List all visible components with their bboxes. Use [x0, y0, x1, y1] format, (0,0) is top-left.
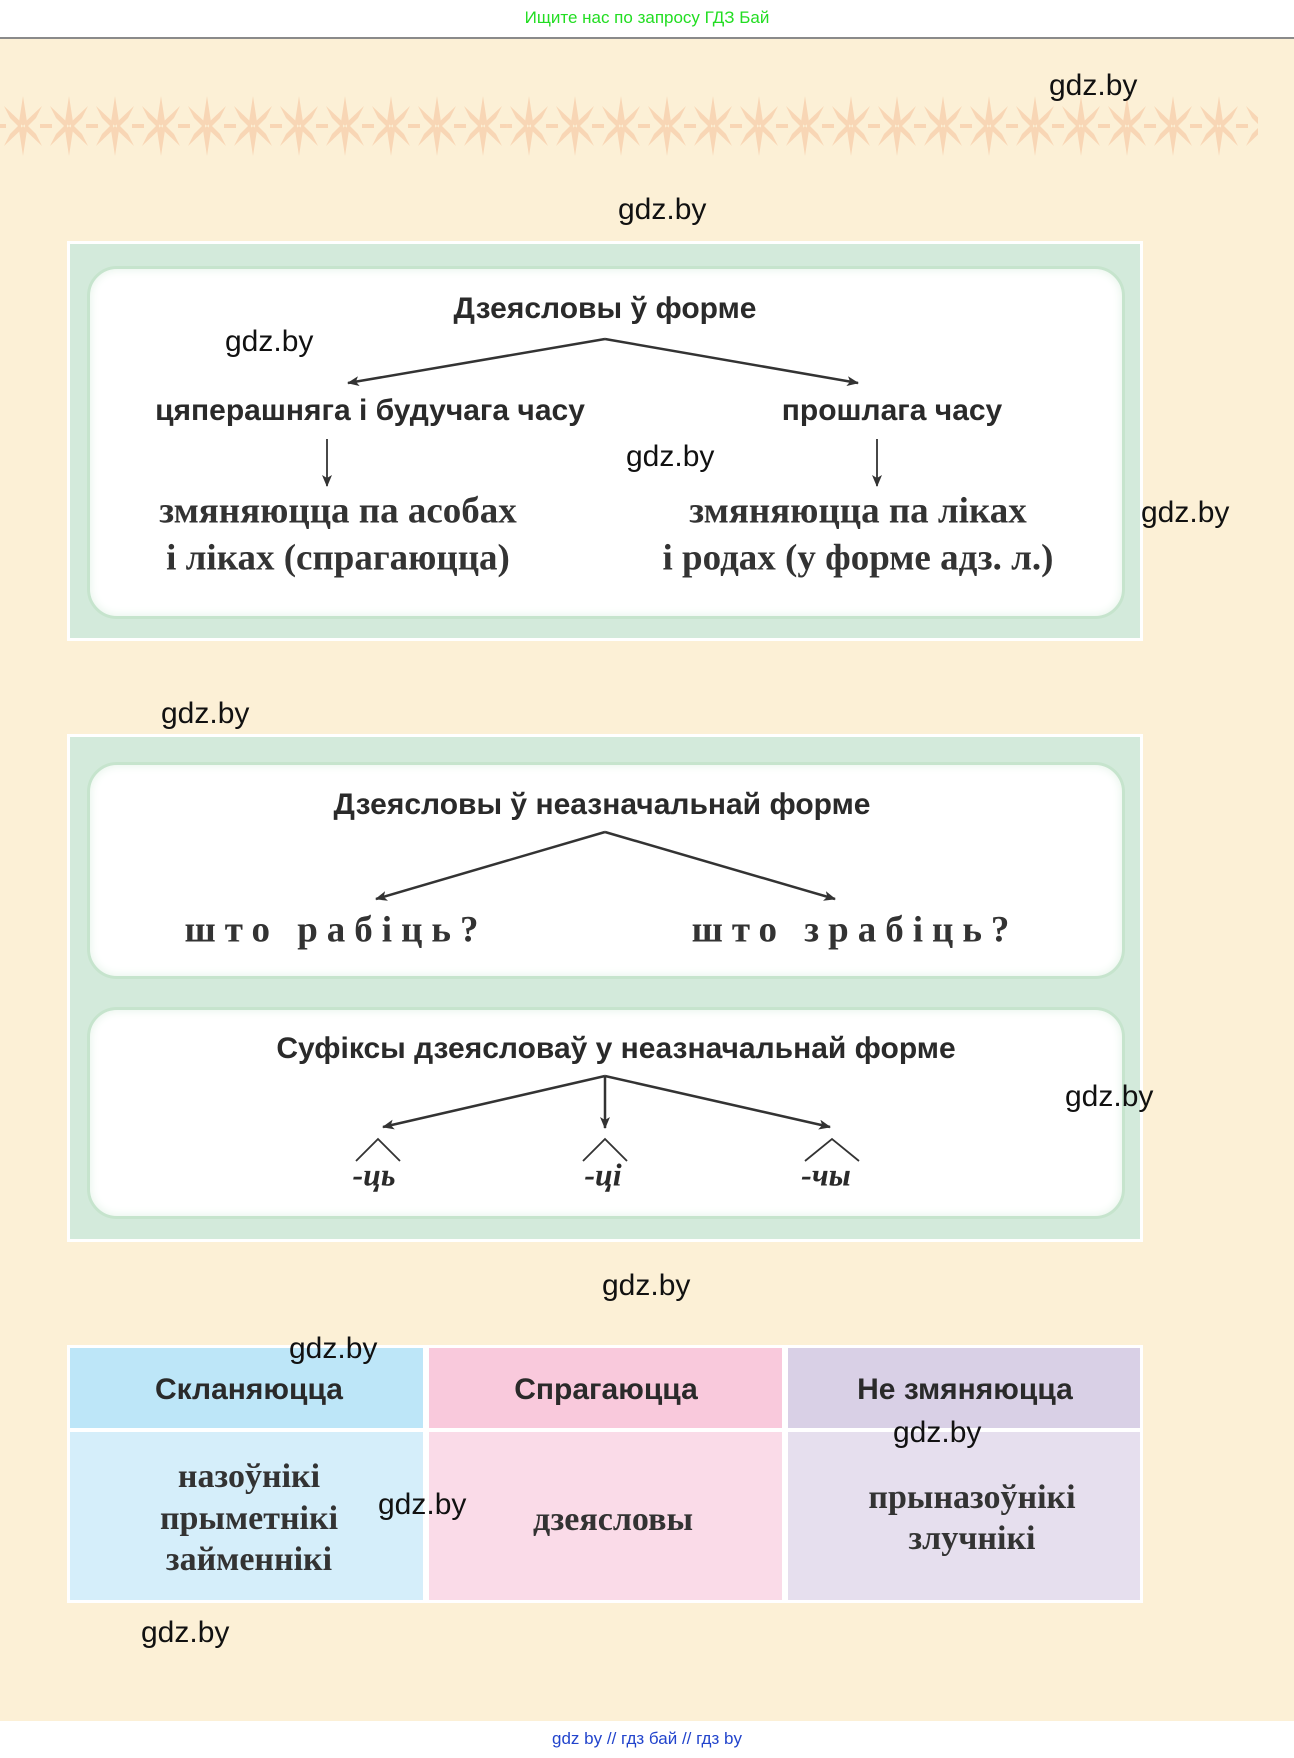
watermark: gdz.by	[141, 1616, 230, 1649]
header-declinable: Скланяюцца	[155, 1373, 343, 1406]
ornament-star-icon	[276, 92, 322, 160]
table-header-cell	[788, 1348, 1140, 1428]
ornament-star-icon	[1104, 92, 1150, 160]
ornament-star-icon	[1012, 92, 1058, 160]
ornament-star-icon	[828, 92, 874, 160]
diagram1-title: Дзеясловы ў форме	[453, 292, 757, 325]
table-cell: прыметнікі	[159, 1500, 339, 1537]
ornament-star-icon	[920, 92, 966, 160]
ornament-star-icon	[782, 92, 828, 160]
watermark: gdz.by	[289, 1332, 378, 1365]
table-cell: злучнікі	[908, 1520, 1036, 1557]
footer-separator: //	[681, 1729, 692, 1748]
question-perfective: што зрабіць?	[691, 909, 1019, 951]
ornament-star-icon	[368, 92, 414, 160]
table-header-cell	[429, 1348, 782, 1428]
watermark: gdz.by	[1065, 1080, 1154, 1113]
header-conjugable: Спрагаюцца	[514, 1373, 698, 1406]
watermark: gdz.by	[225, 325, 314, 358]
ornament-star-icon	[414, 92, 460, 160]
watermark: gdz.by	[626, 440, 715, 473]
ornament-star-icon	[46, 92, 92, 160]
search-hint: Ищите нас по запросу ГДЗ Бай	[524, 8, 770, 27]
table-body-cell	[788, 1432, 1140, 1600]
ornament-star-icon	[690, 92, 736, 160]
table-cell: займеннікі	[165, 1541, 333, 1578]
ornament-star-icon	[966, 92, 1012, 160]
table-cell: прыназоўнікі	[868, 1479, 1076, 1516]
diagram1-right-label: прошлага часу	[781, 394, 1003, 427]
question-imperfective: што рабіць?	[184, 909, 488, 951]
table-body-cell	[70, 1432, 423, 1600]
ornament-star-icon	[552, 92, 598, 160]
ornament-star-icon	[184, 92, 230, 160]
diagram1-right-desc-2: і родах (у форме адз. л.)	[662, 537, 1054, 579]
suffix-ts: -ць	[352, 1156, 396, 1193]
footer-link[interactable]: гдз бай	[621, 1729, 678, 1748]
watermark: gdz.by	[1049, 69, 1138, 102]
diagram1-left-label: цяперашняга і будучага часу	[155, 394, 585, 427]
table-cell: назоўнікі	[177, 1458, 321, 1495]
ornament-star-icon	[598, 92, 644, 160]
ornament-star-icon	[322, 92, 368, 160]
ornament-star-icon	[1150, 92, 1196, 160]
ornament-star-icon	[92, 92, 138, 160]
watermark: gdz.by	[378, 1488, 467, 1521]
ornament-band	[0, 92, 1258, 160]
table-cell: дзеясловы	[533, 1501, 693, 1538]
diagram1-left-desc-1: змяняюцца па асобах	[159, 490, 517, 532]
footer: gdz by // гдз бай // гдз by	[0, 1721, 1294, 1758]
ornament-star-icon	[1058, 92, 1104, 160]
ornament-star-icon	[1196, 92, 1242, 160]
ornament-star-icon	[0, 92, 46, 160]
diagram-tense-panel	[87, 266, 1125, 619]
ornament-star-icon	[460, 92, 506, 160]
footer-link[interactable]: gdz by	[552, 1729, 603, 1748]
table-header-cell	[70, 1348, 423, 1428]
diagram2-title: Дзеясловы ў неазначальнай форме	[333, 788, 871, 821]
watermark: gdz.by	[1141, 496, 1230, 529]
ornament-star-icon	[736, 92, 782, 160]
watermark: gdz.by	[161, 697, 250, 730]
footer-link[interactable]: гдз by	[696, 1729, 742, 1748]
watermark: gdz.by	[618, 193, 707, 226]
footer-separator: //	[606, 1729, 617, 1748]
header-unchangeable: Не змяняюцца	[857, 1373, 1073, 1406]
suffix-tsi: -ці	[584, 1156, 622, 1193]
ornament-star-icon	[506, 92, 552, 160]
suffix-chy: -чы	[801, 1156, 851, 1193]
diagram1-right-desc-1: змяняюцца па ліках	[689, 490, 1027, 532]
ornament-star-icon	[644, 92, 690, 160]
watermark: gdz.by	[602, 1269, 691, 1302]
ornament-star-icon	[1242, 92, 1258, 160]
table-body-cell	[429, 1432, 782, 1600]
top-banner: Ищите нас по запросу ГДЗ Бай	[0, 0, 1294, 39]
ornament-star-icon	[138, 92, 184, 160]
watermark: gdz.by	[893, 1416, 982, 1449]
suffix-title: Суфіксы дзеясловаў у неазначальнай форме	[276, 1032, 956, 1065]
diagram1-left-desc-2: і ліках (спрагаюцца)	[166, 537, 510, 579]
ornament-star-icon	[230, 92, 276, 160]
ornament-star-icon	[874, 92, 920, 160]
